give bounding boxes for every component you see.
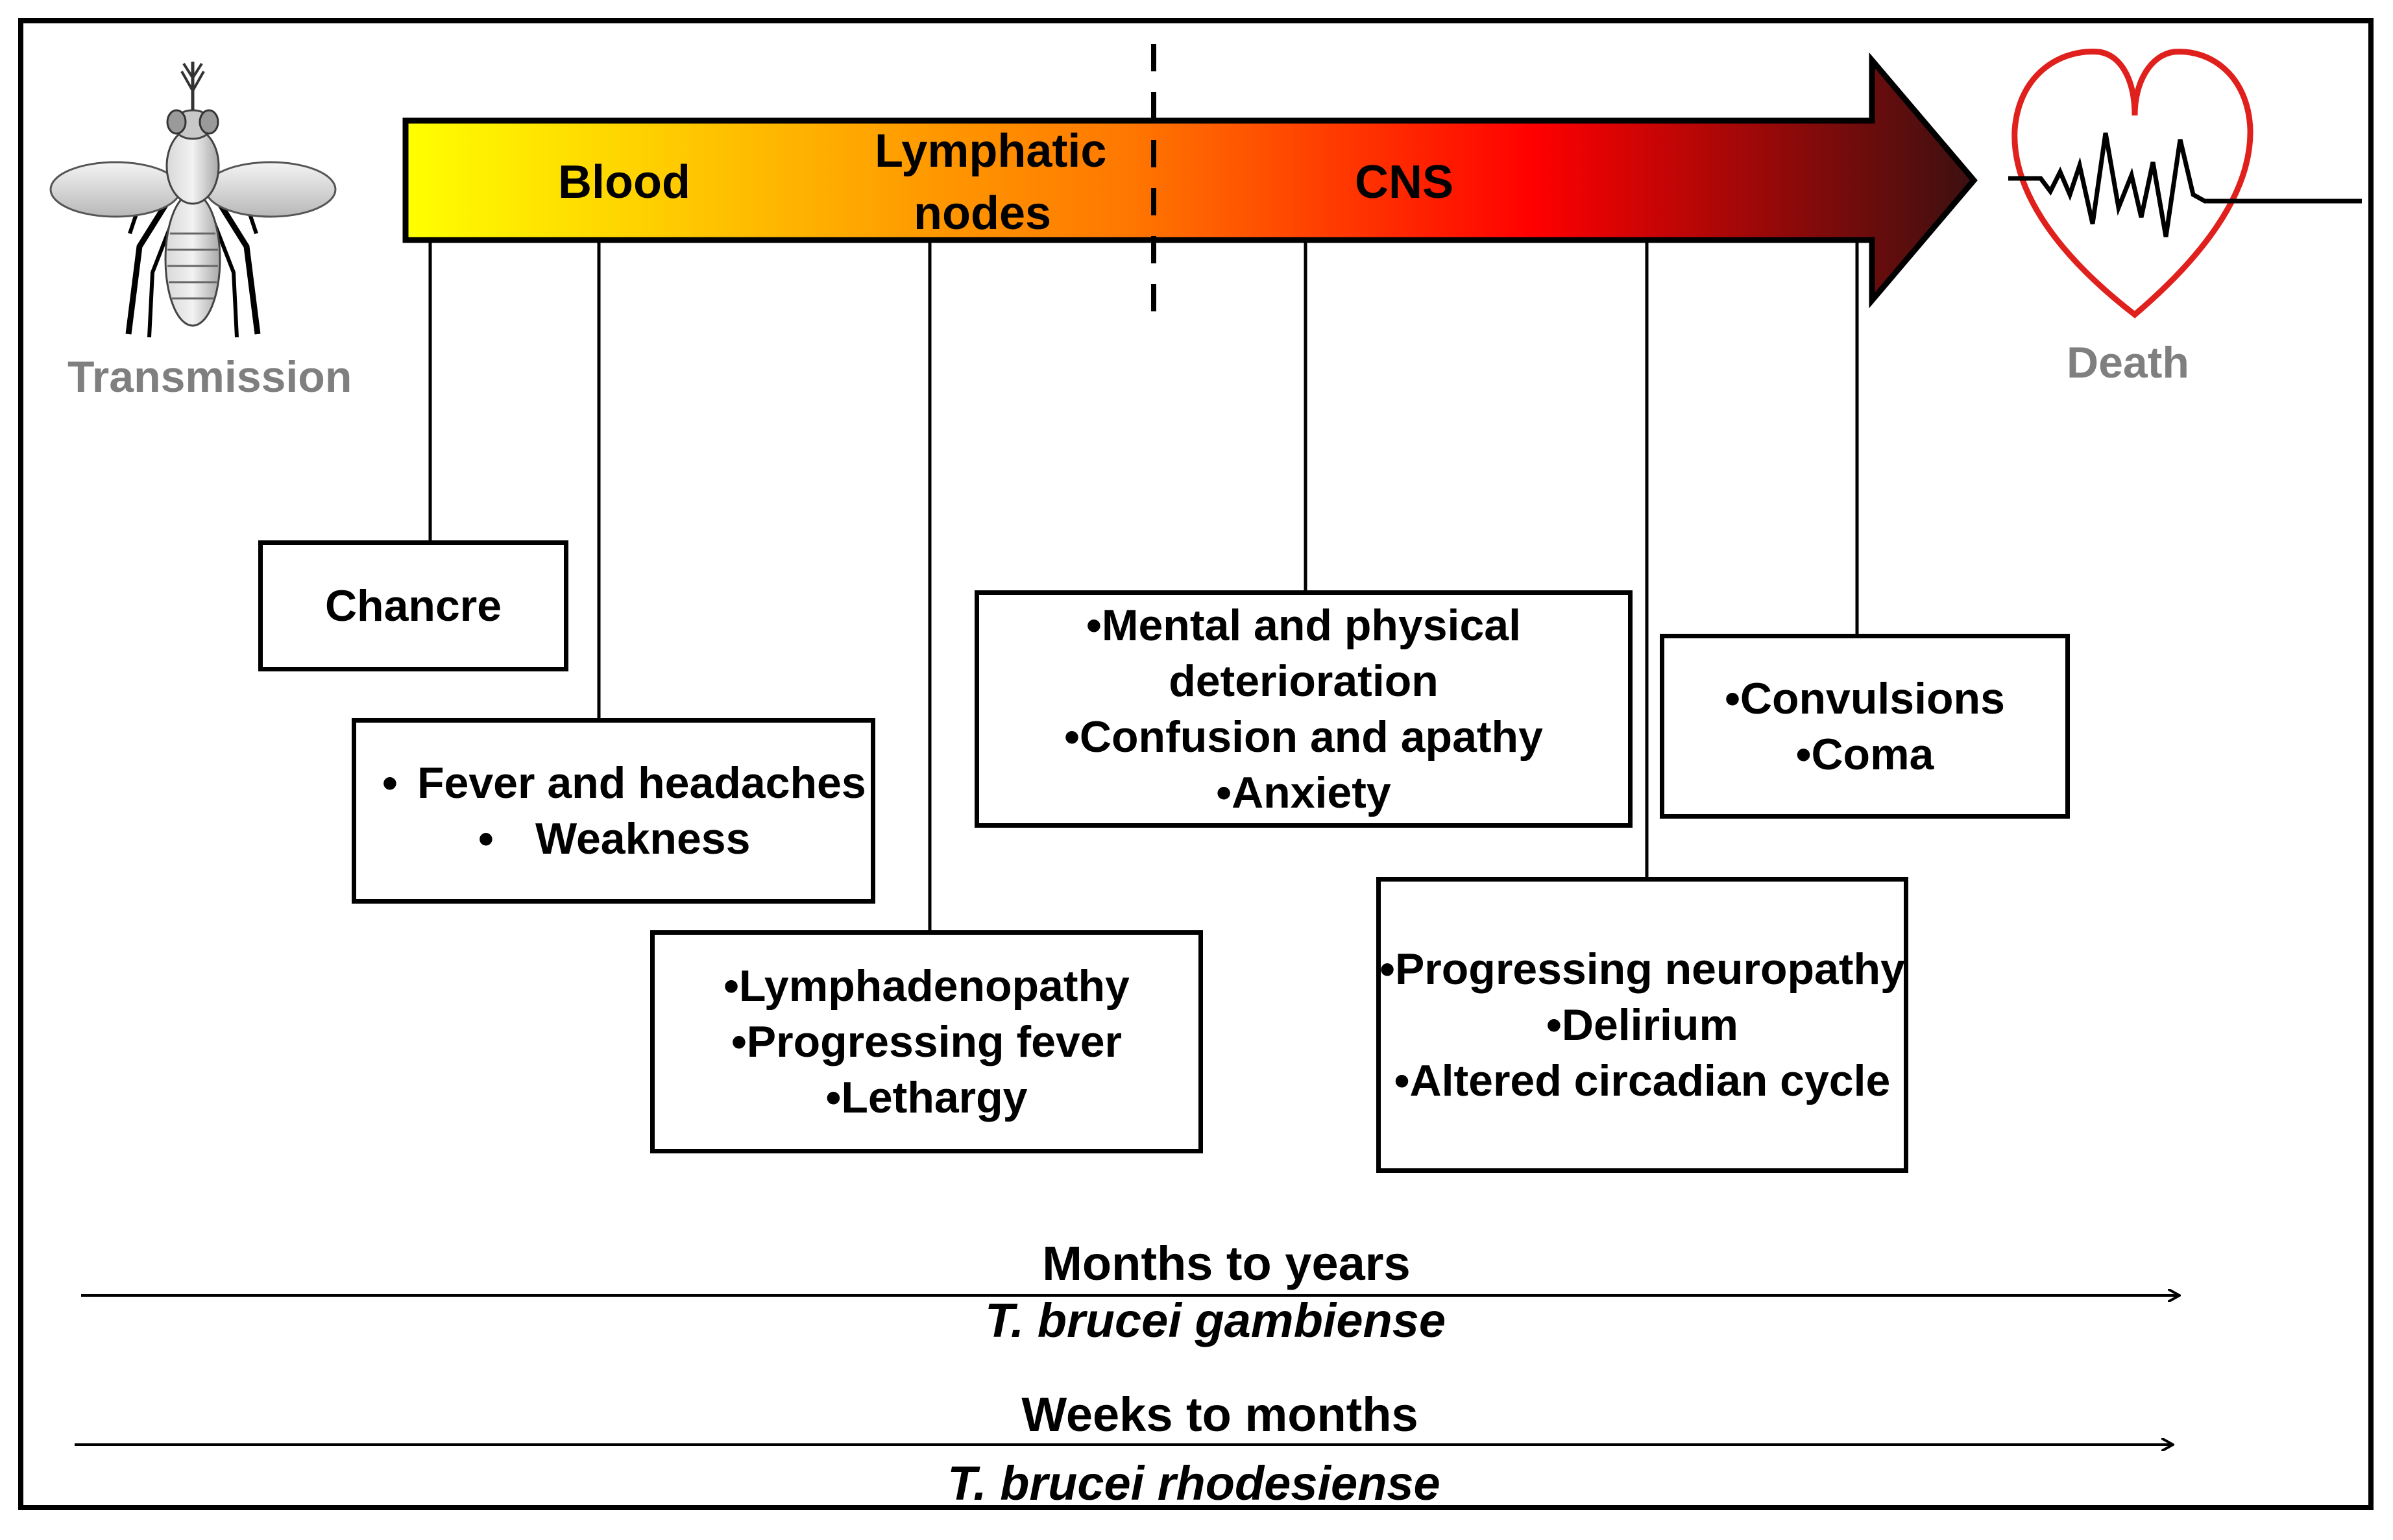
timeline-species-gambiense: T. brucei gambiense bbox=[984, 1293, 1446, 1347]
symptom-box-lymph: Lymphadenopathy Progressing fever Lethar… bbox=[650, 930, 1203, 1153]
symptom-neuropathy: Progressing neuropathy bbox=[1379, 941, 1905, 997]
symptom-box-convulsions: Convulsions Coma bbox=[1660, 634, 2070, 819]
transmission-label: Transmission bbox=[67, 352, 352, 402]
stage-label-cns: CNS bbox=[1355, 156, 1454, 208]
timeline-duration-rhodesiense: Weeks to months bbox=[1021, 1388, 1418, 1441]
symptom-fever: •Fever and headaches bbox=[382, 758, 866, 808]
stage-label-blood: Blood bbox=[558, 156, 690, 208]
symptom-coma: Coma bbox=[1796, 727, 1934, 782]
symptom-box-mental: Mental and physical deterioration Confus… bbox=[975, 590, 1633, 828]
death-label: Death bbox=[2067, 338, 2189, 387]
timeline-species-rhodesiense: T. brucei rhodesiense bbox=[947, 1456, 1440, 1510]
symptom-weakness-text: Weakness bbox=[535, 814, 751, 863]
progression-arrow bbox=[402, 52, 1978, 309]
stage-label-lymphatic-line2: nodes bbox=[914, 187, 1052, 239]
symptom-lethargy: Lethargy bbox=[826, 1070, 1027, 1125]
figure-frame bbox=[18, 18, 2374, 1510]
symptom-box-fever: •Fever and headaches •Weakness bbox=[352, 718, 875, 904]
heart-ecg-icon bbox=[2008, 49, 2362, 319]
symptom-chancre: Chancre bbox=[324, 581, 502, 631]
symptom-progressing-fever: Progressing fever bbox=[731, 1014, 1122, 1070]
stage-label-lymphatic-line1: Lymphatic bbox=[875, 125, 1107, 177]
symptom-lymphadenopathy: Lymphadenopathy bbox=[723, 958, 1130, 1014]
symptom-fever-text: Fever and headaches bbox=[417, 758, 866, 808]
symptom-delirium: Delirium bbox=[1546, 997, 1738, 1053]
symptom-box-neuro: Progressing neuropathy Delirium Altered … bbox=[1376, 877, 1908, 1173]
symptom-circadian: Altered circadian cycle bbox=[1394, 1053, 1890, 1109]
symptom-convulsions: Convulsions bbox=[1725, 671, 2005, 727]
symptom-deterioration: deterioration bbox=[1169, 656, 1439, 706]
symptom-box-chancre: Chancre bbox=[258, 540, 568, 671]
symptom-anxiety: Anxiety bbox=[1216, 765, 1391, 821]
timeline-duration-gambiense: Months to years bbox=[1042, 1236, 1411, 1290]
symptom-weakness: •Weakness bbox=[478, 814, 751, 863]
symptom-confusion-apathy: Confusion and apathy bbox=[1064, 709, 1543, 765]
symptom-mental-physical: Mental and physical bbox=[1086, 597, 1521, 653]
tsetse-fly-icon bbox=[49, 62, 337, 338]
